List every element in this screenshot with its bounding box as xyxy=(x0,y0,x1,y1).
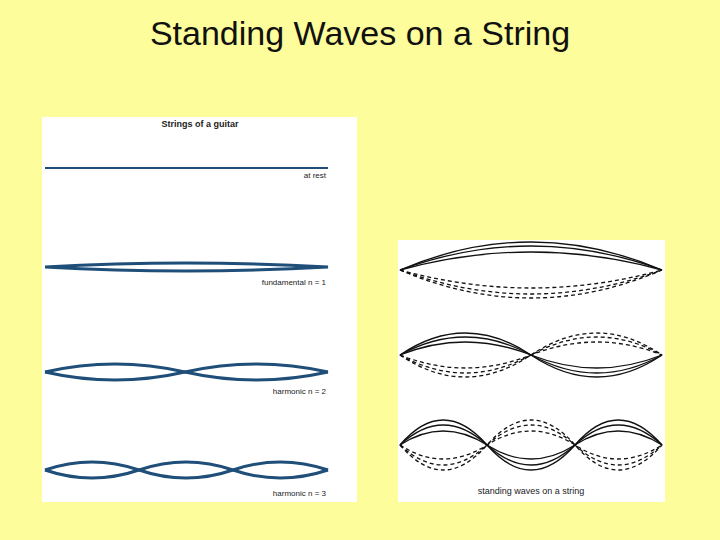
panel-caption: standing waves on a string xyxy=(478,486,585,496)
mode-label: harmonic n = 3 xyxy=(273,489,326,498)
guitar-strings xyxy=(45,168,328,478)
standing-wave-dashed xyxy=(400,270,662,470)
mode-label: fundamental n = 1 xyxy=(262,278,326,287)
slide-title: Standing Waves on a String xyxy=(0,14,720,53)
right-panel xyxy=(398,240,665,502)
left-panel xyxy=(42,117,357,502)
panel-heading: Strings of a guitar xyxy=(161,119,238,129)
mode-label: at rest xyxy=(304,171,326,180)
standing-wave-snapshots xyxy=(400,242,662,470)
mode-label: harmonic n = 2 xyxy=(273,387,326,396)
